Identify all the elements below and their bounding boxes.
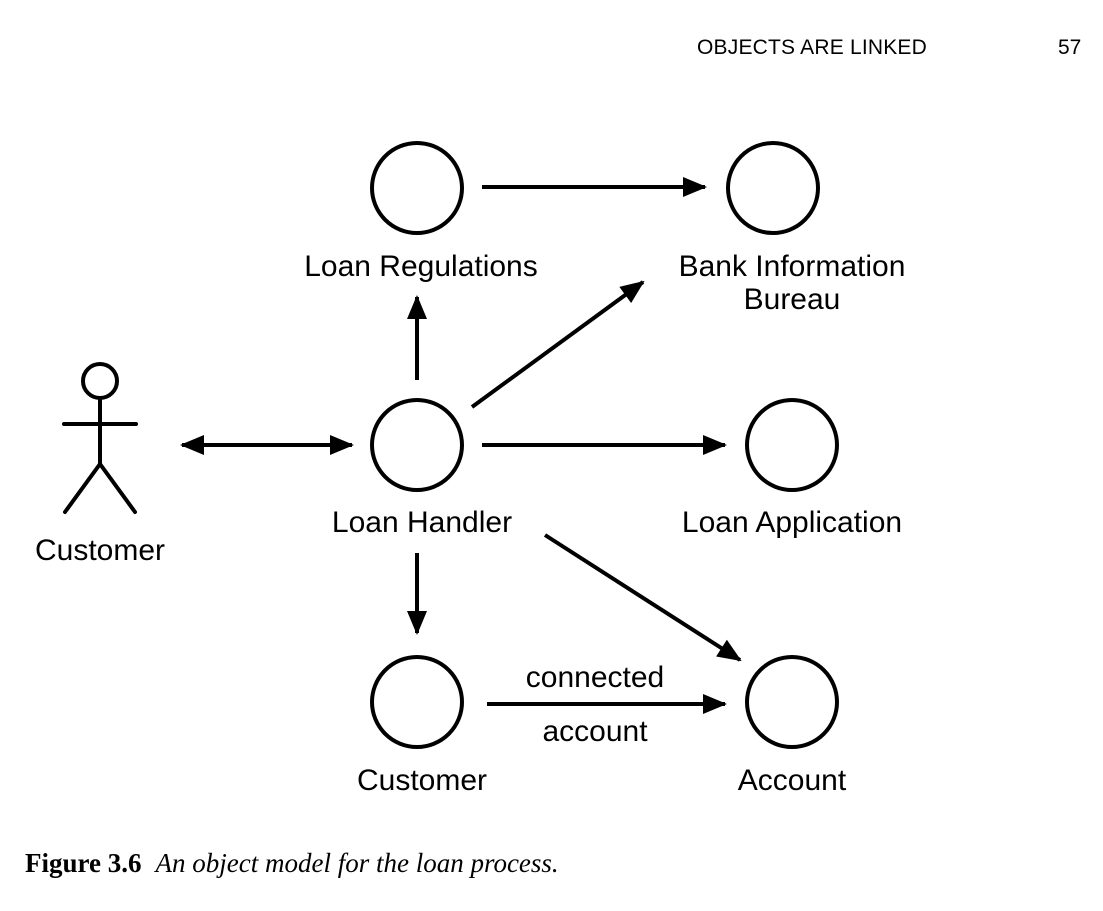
object-account: Account <box>738 655 847 797</box>
object-label-customer: Customer <box>357 764 487 797</box>
object-bank-information-bureau: Bank Information Bureau <box>679 141 906 316</box>
object-circle <box>370 141 464 235</box>
object-loan-handler: Loan Handler <box>332 398 512 539</box>
object-label-bureau: Bureau <box>744 283 841 316</box>
figure-caption: Figure 3.6 An object model for the loan p… <box>25 848 559 879</box>
page-number: 57 <box>1058 36 1082 59</box>
object-loan-application: Loan Application <box>682 398 902 539</box>
object-loan-regulations: Loan Regulations <box>304 141 538 283</box>
link-handler-to-bureau <box>470 280 645 409</box>
link-handler-to-account <box>543 533 742 662</box>
running-head: OBJECTS ARE LINKED <box>697 36 927 59</box>
actor-label-customer: Customer <box>35 534 165 567</box>
customer-actor: Customer <box>35 362 165 567</box>
object-model-diagram: Customer Loan Regulations Bank Informati… <box>35 141 906 797</box>
object-label-account: Account <box>738 764 847 797</box>
figure-number: Figure 3.6 <box>25 848 142 878</box>
object-label-bank-information: Bank Information <box>679 250 906 283</box>
object-label-loan-application: Loan Application <box>682 506 902 539</box>
stick-figure-actor-icon <box>62 362 138 514</box>
link-label-account: account <box>542 715 648 748</box>
object-circle <box>370 655 464 749</box>
object-circle <box>726 141 820 235</box>
object-circle <box>745 655 839 749</box>
object-circle <box>745 398 839 492</box>
object-circle <box>370 398 464 492</box>
figure-caption-text: An object model for the loan process. <box>155 848 559 878</box>
object-label-loan-regulations: Loan Regulations <box>304 250 538 283</box>
object-label-loan-handler: Loan Handler <box>332 506 512 539</box>
object-customer: Customer <box>357 655 487 797</box>
link-label-connected: connected <box>526 661 664 694</box>
